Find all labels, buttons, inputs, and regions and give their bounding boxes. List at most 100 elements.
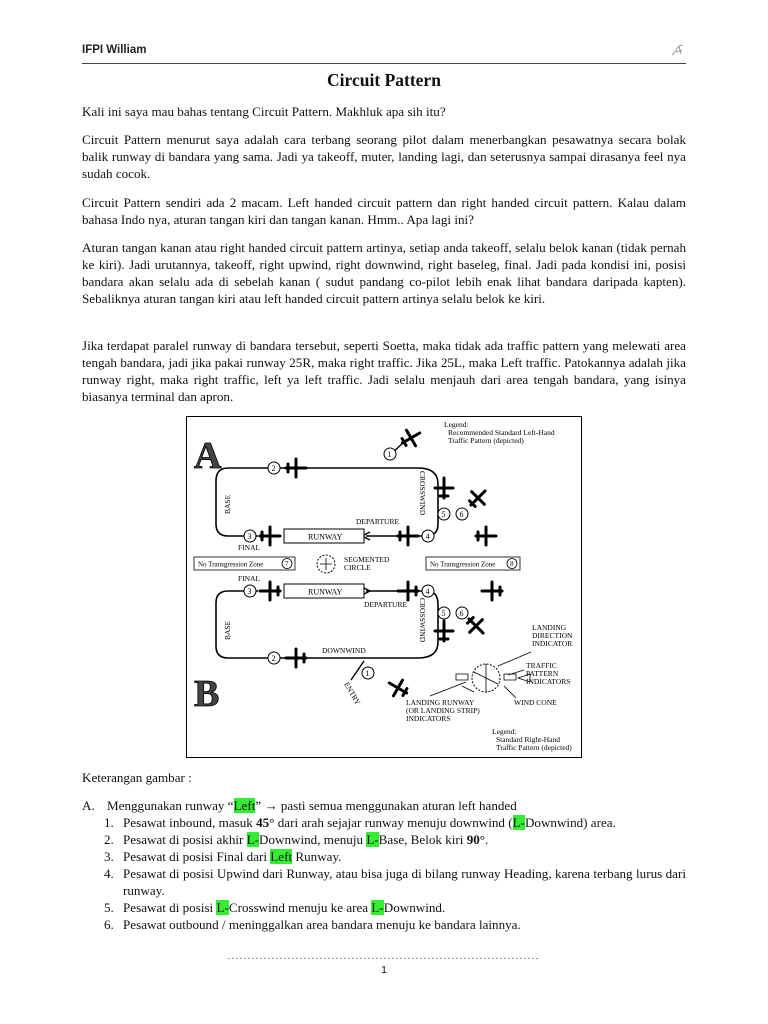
svg-text:INDICATOR: INDICATOR xyxy=(532,639,572,648)
paragraph-intro: Kali ini saya mau bahas tentang Circuit … xyxy=(82,104,446,119)
item-text: 90° xyxy=(466,832,486,847)
svg-text:INDICATORS: INDICATORS xyxy=(406,714,450,723)
highlight-text: L- xyxy=(216,900,229,915)
svg-text:6: 6 xyxy=(460,510,464,519)
svg-text:1: 1 xyxy=(366,669,370,678)
svg-text:INDICATORS: INDICATORS xyxy=(526,677,570,686)
list-item-number: 2. xyxy=(104,832,114,847)
paragraph-parallel-runway: Jika terdapat paralel runway di bandara … xyxy=(82,338,686,404)
highlight-text: L- xyxy=(512,815,525,830)
item-text: Base, Belok kiri xyxy=(378,832,467,847)
svg-text:1: 1 xyxy=(388,450,392,459)
svg-text:4: 4 xyxy=(426,587,430,596)
header-rule xyxy=(82,63,686,64)
svg-text:2: 2 xyxy=(272,654,276,663)
item-text: Pesawat outbound / meninggalkan area ban… xyxy=(123,917,521,932)
item-text: Pesawat di posisi akhir xyxy=(123,832,247,847)
legend-a-line3: Traffic Pattern (depicted) xyxy=(448,436,524,445)
svg-text:LANDING RUNWAY: LANDING RUNWAY xyxy=(406,698,475,707)
highlight-text: L- xyxy=(246,832,260,847)
departure-label-a: DEPARTURE xyxy=(356,517,399,526)
document-title: Circuit Pattern xyxy=(327,70,441,90)
crosswind-label-b: CROSSWIND xyxy=(418,598,427,643)
item-text: dari arah sejajar runway menuju downwind… xyxy=(274,815,513,830)
figure-label-b: B xyxy=(194,673,219,715)
list-lead: A.Menggunakan runway “Left” → pasti semu… xyxy=(82,798,517,813)
svg-text:LANDING: LANDING xyxy=(532,623,567,632)
svg-text:3: 3 xyxy=(248,587,252,596)
list-item: 6. Pesawat outbound / meninggalkan area b… xyxy=(82,916,686,933)
figure-label-a: A xyxy=(194,435,222,477)
svg-text:2: 2 xyxy=(272,464,276,473)
base-label-a: BASE xyxy=(223,494,232,514)
list-item: 4. Pesawat di posisi Upwind dari Runway, … xyxy=(82,865,686,899)
list-item-number: 3. xyxy=(104,849,114,864)
item-text: Downwind. xyxy=(383,900,446,915)
circuit-pattern-figure: A Legend: Recommended Standard Left-Hand… xyxy=(186,416,582,758)
legend-b-line2: Standard Right-Hand xyxy=(496,735,560,744)
item-text: Downwind, menuju xyxy=(259,832,367,847)
downwind-label-b: DOWNWIND xyxy=(322,646,366,655)
list-item: 1. Pesawat inbound, masuk 45° dari arah s… xyxy=(82,814,686,831)
svg-text:DIRECTION: DIRECTION xyxy=(532,631,573,640)
svg-text:7: 7 xyxy=(285,560,289,568)
footer-rule xyxy=(228,958,540,959)
figure-caption: Keterangan gambar : xyxy=(82,770,192,785)
departure-label-b: DEPARTURE xyxy=(364,600,407,609)
svg-text:8: 8 xyxy=(510,560,514,568)
runway-label-a: RUNWAY xyxy=(308,533,343,542)
page-number: 1 xyxy=(381,964,387,976)
svg-text:(OR LANDING STRIP): (OR LANDING STRIP) xyxy=(406,706,480,715)
list-item-number: 5. xyxy=(104,900,114,915)
item-text: 45° xyxy=(256,815,275,830)
svg-text:6: 6 xyxy=(460,609,464,618)
svg-text:5: 5 xyxy=(442,510,446,519)
svg-text:3: 3 xyxy=(248,532,252,541)
list-item-number: 6. xyxy=(104,917,114,932)
list-item: 5. Pesawat di posisi L-Crosswind menuju k… xyxy=(82,899,686,916)
paragraph-definition: Circuit Pattern menurut saya adalah cara… xyxy=(82,132,686,181)
svg-text:SEGMENTED: SEGMENTED xyxy=(344,555,390,564)
highlight-text: L- xyxy=(371,900,384,915)
item-text: Runway. xyxy=(292,849,342,864)
header-author: IFPI William xyxy=(82,44,147,56)
item-text: Pesawat di posisi Upwind dari Runway, at… xyxy=(123,866,686,898)
list-item-number: 1. xyxy=(104,815,114,830)
item-text: . xyxy=(485,832,489,847)
paragraph-right-handed: Aturan tangan kanan atau right handed ci… xyxy=(82,240,686,306)
svg-text:CIRCLE: CIRCLE xyxy=(344,563,371,572)
explanation-list: A.Menggunakan runway “Left” → pasti semu… xyxy=(82,797,686,933)
list-item-number: 4. xyxy=(104,866,114,881)
highlight-text: Left xyxy=(270,849,293,864)
highlight-left: Left xyxy=(233,798,256,813)
list-marker: A. xyxy=(82,798,95,813)
svg-text:4: 4 xyxy=(426,532,430,541)
svg-text:PATTERN: PATTERN xyxy=(526,669,559,678)
page-header: IFPI William xyxy=(82,44,686,62)
svg-text:No Transgression Zone: No Transgression Zone xyxy=(430,561,495,569)
crosswind-label-a: CROSSWIND xyxy=(418,471,427,516)
svg-text:No Transgression Zone: No Transgression Zone xyxy=(198,561,263,569)
highlight-text: L- xyxy=(366,832,379,847)
paragraph-types: Circuit Pattern sendiri ada 2 macam. Lef… xyxy=(82,195,686,227)
signature-logo-icon xyxy=(671,44,684,56)
svg-text:5: 5 xyxy=(442,609,446,618)
item-text: Downwind) area. xyxy=(524,815,616,830)
final-label-a: FINAL xyxy=(238,543,261,552)
legend-b-line1: Legend: xyxy=(492,727,517,736)
item-text: Pesawat inbound, masuk xyxy=(123,815,257,830)
list-item: 3. Pesawat di posisi Final dari Left Runw… xyxy=(82,848,686,865)
legend-a-line2: Recommended Standard Left-Hand xyxy=(448,428,555,437)
svg-text:WIND CONE: WIND CONE xyxy=(514,698,557,707)
numbered-steps: 1. Pesawat inbound, masuk 45° dari arah s… xyxy=(82,814,686,933)
svg-text:TRAFFIC: TRAFFIC xyxy=(526,661,557,670)
list-item: 2. Pesawat di posisi akhir L-Downwind, me… xyxy=(82,831,686,848)
base-label-b: BASE xyxy=(223,620,232,640)
legend-b-line3: Traffic Pattern (depicted) xyxy=(496,743,572,752)
legend-a-line1: Legend: xyxy=(444,420,469,429)
runway-label-b: RUNWAY xyxy=(308,588,343,597)
item-text: Crosswind menuju ke area xyxy=(228,900,372,915)
final-label-b: FINAL xyxy=(238,574,261,583)
item-text: Pesawat di posisi Final dari xyxy=(123,849,271,864)
item-text: Pesawat di posisi xyxy=(123,900,217,915)
